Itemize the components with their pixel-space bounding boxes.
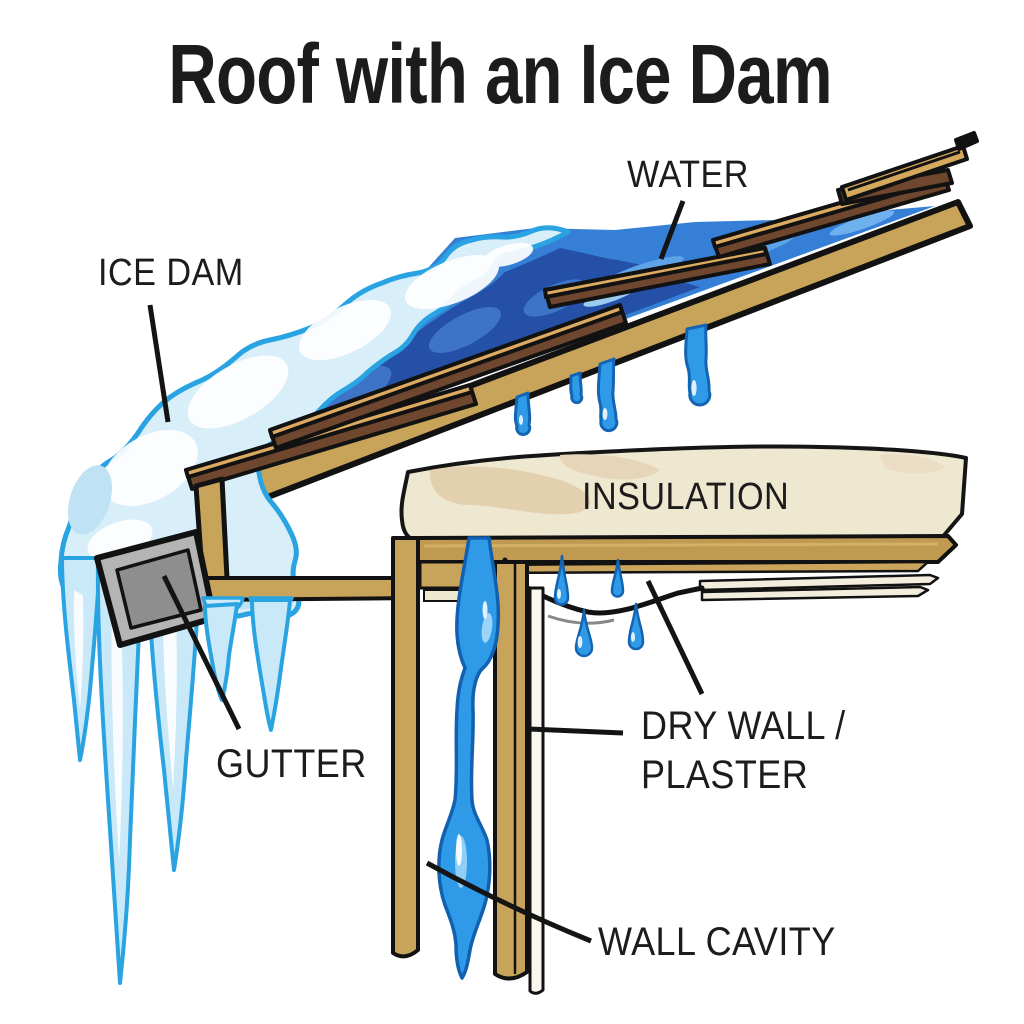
label-gutter: GUTTER [216,742,367,786]
soffit-icicles [203,598,292,732]
wall-drywall [528,586,545,995]
label-drywall-plaster: DRY WALL / PLASTER [641,702,846,800]
shingle-ridge-board [840,131,979,202]
top-plate-highlight [423,542,939,548]
leader-line-ice-dam [147,304,171,423]
top-plate [416,534,958,564]
water-drip [596,357,619,433]
label-wall-cavity: WALL CAVITY [598,920,836,964]
label-water: WATER [627,154,749,196]
label-insulation: INSULATION [582,476,790,518]
icicle [250,598,292,732]
page-title: Roof with an Ice Dam [168,27,832,121]
icicle-highlights [73,590,177,860]
ceiling-trim-strip [468,560,930,575]
shingles [184,131,979,491]
water-drop [574,608,594,658]
outer-stud [391,536,420,959]
label-drywall-line1: DRY WALL / [641,704,846,748]
insulation-stains [429,454,945,515]
shingle-plank-2 [268,303,628,450]
drip-highlights [519,380,697,425]
label-ice-dam: ICE DAM [98,252,244,294]
leader-line-drywall-diagonal [645,579,705,696]
icicle [203,602,239,702]
insulation-batt [399,444,968,542]
wall-cavity-water [437,536,501,980]
inner-stud [493,560,529,981]
water-drip [513,391,532,436]
shingle-plank-3 [543,246,772,309]
ice-highlights [87,243,534,561]
leader-line-wall-cavity [425,860,592,944]
leader-line-gutter [161,574,242,731]
leader-line-water [658,200,686,260]
water-drop [610,558,625,598]
wall-cavity-water-highlights [455,601,493,888]
water-drip [569,371,584,405]
ceiling-drop-highlights [557,589,635,648]
water-drip [684,323,712,407]
leader-line-drywall-horizontal [528,726,624,736]
label-drywall-line2: PLASTER [641,752,809,797]
leader-lines [147,200,705,944]
